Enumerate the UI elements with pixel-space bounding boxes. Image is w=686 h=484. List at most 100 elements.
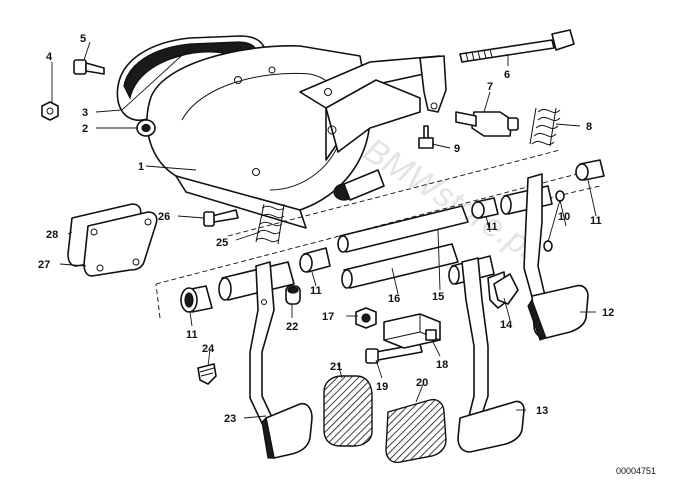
bracket-back-arm bbox=[325, 79, 421, 153]
bushing-11-mid bbox=[299, 247, 331, 273]
nut-4-hole bbox=[46, 107, 54, 115]
callout-5: 5 bbox=[80, 33, 86, 45]
spring-clip-10 bbox=[543, 190, 565, 252]
bolt-26 bbox=[203, 209, 239, 227]
brake-pedal-arm bbox=[461, 257, 489, 421]
callout-24: 24 bbox=[202, 343, 215, 355]
clutch-pedal-hole bbox=[261, 299, 267, 305]
bushing-11-left bbox=[180, 285, 213, 313]
bracket-hole bbox=[327, 125, 337, 135]
long-bolt-thread bbox=[465, 48, 493, 62]
callout-1: 1 bbox=[138, 161, 144, 173]
return-spring-8 bbox=[529, 107, 561, 147]
spacer-tube-centre-end bbox=[448, 265, 460, 285]
callout-8: 8 bbox=[586, 121, 592, 133]
callout-3: 3 bbox=[82, 107, 88, 119]
callout-9: 9 bbox=[454, 143, 460, 155]
callout-16: 16 bbox=[388, 293, 400, 305]
long-bolt-shaft bbox=[459, 39, 555, 63]
nut-4 bbox=[41, 101, 59, 121]
bolt-5 bbox=[73, 59, 105, 75]
callout-27: 27 bbox=[38, 259, 50, 271]
callout-10: 10 bbox=[558, 211, 570, 223]
plate-hole bbox=[90, 228, 98, 236]
right-pedal-arm bbox=[523, 173, 547, 305]
plate-hole bbox=[96, 264, 104, 272]
bracket-front-ear bbox=[419, 55, 447, 113]
bracket-14 bbox=[493, 273, 519, 305]
brake-pedal-pad bbox=[457, 400, 525, 453]
pedal-shaft-16 bbox=[343, 243, 459, 289]
right-pedal-pad bbox=[531, 284, 589, 339]
bolt-26-shaft bbox=[211, 209, 239, 223]
assembly-axis bbox=[155, 167, 601, 285]
callout-23: 23 bbox=[224, 413, 236, 425]
bracket-hole bbox=[268, 66, 276, 74]
callout-13: 13 bbox=[536, 405, 548, 417]
callout-19: 19 bbox=[376, 381, 388, 393]
long-bolt bbox=[459, 29, 575, 63]
bracket-hole bbox=[252, 168, 260, 176]
switch-plunger bbox=[455, 111, 477, 127]
bushing-11-right bbox=[575, 159, 605, 181]
spacer-tube-end bbox=[218, 277, 232, 301]
callout-26: 26 bbox=[158, 211, 170, 223]
leader-lines bbox=[51, 41, 597, 419]
return-spring-25 bbox=[255, 203, 285, 245]
clevis-18 bbox=[383, 313, 441, 349]
pedal-stop-24 bbox=[197, 363, 217, 385]
long-bolt-head bbox=[551, 29, 575, 51]
stop-light-switch bbox=[455, 111, 519, 137]
assembly-axis bbox=[227, 149, 561, 237]
callout-11-upper: 11 bbox=[486, 221, 498, 233]
bolt-5-head bbox=[73, 59, 87, 75]
bushing-11-upper bbox=[471, 197, 499, 219]
callout-labels: 1 2 3 4 5 6 7 8 9 10 11 11 11 11 12 13 1… bbox=[38, 33, 614, 425]
callout-11-right: 11 bbox=[590, 215, 602, 227]
bushing-2 bbox=[136, 119, 156, 137]
bracket-tube bbox=[343, 169, 385, 201]
nut-17 bbox=[355, 307, 377, 329]
callout-22: 22 bbox=[286, 321, 298, 333]
callout-11-left: 11 bbox=[186, 329, 198, 341]
callout-14: 14 bbox=[500, 319, 513, 331]
switch-body bbox=[471, 111, 513, 137]
callout-28: 28 bbox=[46, 229, 58, 241]
spacer-tube-right-end bbox=[500, 195, 512, 215]
callout-18: 18 bbox=[436, 359, 448, 371]
bushing-22 bbox=[285, 285, 301, 305]
clutch-pedal bbox=[249, 261, 313, 459]
callout-2: 2 bbox=[82, 123, 88, 135]
bolt-9-shaft bbox=[423, 125, 429, 139]
callout-17: 17 bbox=[322, 311, 334, 323]
plate-hole bbox=[132, 258, 140, 266]
callout-21: 21 bbox=[330, 361, 342, 373]
assembly-axis bbox=[155, 283, 161, 319]
bolt-5-shaft bbox=[85, 62, 105, 75]
bracket-hole bbox=[324, 88, 332, 96]
brake-pedal bbox=[457, 257, 525, 453]
right-pedal-pad-edge bbox=[527, 298, 547, 341]
bolt-19-head bbox=[365, 348, 379, 364]
callout-6: 6 bbox=[504, 69, 510, 81]
pedal-bracket-housing bbox=[116, 35, 447, 229]
pedal-rubber-20 bbox=[385, 398, 447, 464]
clutch-pedal-pad-edge bbox=[261, 416, 275, 459]
right-pedal bbox=[523, 173, 589, 341]
bolt-26-head bbox=[203, 211, 215, 227]
callout-12: 12 bbox=[602, 307, 614, 319]
diagram-reference-number: 00004751 bbox=[616, 466, 656, 476]
callout-25: 25 bbox=[216, 237, 228, 249]
bracket-hole bbox=[430, 102, 438, 110]
clutch-pedal-pad bbox=[265, 402, 313, 459]
bracket-side-plate bbox=[175, 175, 307, 229]
callout-4: 4 bbox=[46, 51, 53, 63]
bolt-9 bbox=[418, 125, 434, 149]
bolt-9-head bbox=[418, 137, 434, 149]
callout-20: 20 bbox=[416, 377, 428, 389]
pedal-shaft-16-end bbox=[341, 269, 353, 289]
bolt-19 bbox=[365, 343, 423, 364]
plate-hole bbox=[144, 218, 152, 226]
callout-11-mid: 11 bbox=[310, 285, 322, 297]
